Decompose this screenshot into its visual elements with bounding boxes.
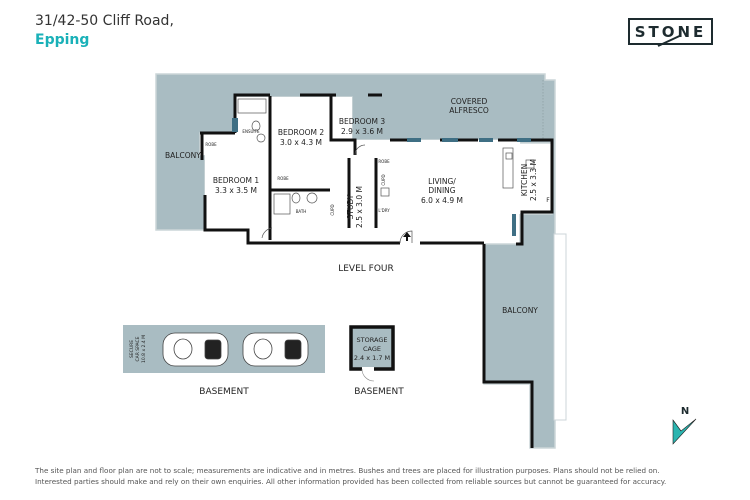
address-line: 31/42-50 Cliff Road, (35, 13, 174, 29)
entry-arrow-icon (403, 232, 411, 241)
bedroom2-size: 3.0 x 4.3 M (280, 138, 322, 147)
suburb-name: Epping (35, 32, 90, 48)
north-compass-icon: N (672, 406, 697, 445)
disclaimer: The site plan and floor plan are not to … (35, 465, 725, 487)
storage-line1: STORAGE (357, 336, 388, 344)
level-label: LEVEL FOUR (338, 264, 394, 274)
bedroom1-name: BEDROOM 1 (213, 176, 260, 185)
living-size: 6.0 x 4.9 M (421, 196, 463, 205)
stone-logo: STONE (628, 18, 713, 45)
ensuite-label: ENSUITE (242, 129, 260, 134)
kitchen-name: KITCHEN (520, 164, 529, 197)
storage-line3: 2.4 x 1.7 M (354, 354, 390, 362)
robe-label-2: ROBE (277, 176, 289, 181)
cupd-label-1: CUPD (330, 204, 335, 215)
kitchen-size: 2.5 x 3.3 M (529, 159, 538, 201)
balcony-right-label: BALCONY (502, 306, 538, 315)
compass-north-label: N (681, 406, 689, 417)
study-size: 2.5 x 3.0 M (355, 186, 364, 228)
living-name-2: DINING (428, 186, 455, 195)
car-icon (162, 332, 229, 367)
disclaimer-line-2: Interested parties should make and rely … (35, 477, 667, 486)
robe-label-1: ROBE (205, 142, 217, 147)
balcony-left-label: BALCONY (165, 151, 201, 160)
car-space: SECURE CAR SPACE 10.8 x 2.4 M BASEMENT (123, 325, 325, 397)
disclaimer-line-1: The site plan and floor plan are not to … (35, 466, 660, 475)
alfresco-label-1: COVERED (451, 97, 488, 106)
cupd-label-2: CUPD (381, 174, 386, 185)
study-name: STUDY (346, 194, 355, 219)
basement-label-2: BASEMENT (354, 387, 404, 397)
bedroom2-name: BEDROOM 2 (278, 128, 325, 137)
car-space-line3: 10.8 x 2.4 M (141, 335, 147, 363)
bath-label: BATH (296, 209, 307, 214)
fixtures (237, 98, 535, 244)
windows (232, 118, 531, 236)
bedroom3-size: 2.9 x 3.6 M (341, 127, 383, 136)
car-icon (242, 332, 309, 367)
robe-label-3: ROBE (378, 159, 390, 164)
basement-label-1: BASEMENT (199, 387, 249, 397)
bedroom3-name: BEDROOM 3 (339, 117, 386, 126)
logo-text: STONE (634, 23, 707, 41)
fridge-label: F (546, 197, 550, 204)
alfresco-label-2: ALFRESCO (449, 106, 489, 115)
storage-line2: CAGE (363, 345, 381, 353)
bedroom1-size: 3.3 x 3.5 M (215, 186, 257, 195)
car-space-line2: CAR SPACE (135, 336, 141, 361)
property-address: 31/42-50 Cliff Road, Epping (35, 12, 174, 50)
car-space-line1: SECURE (129, 340, 135, 358)
living-name: LIVING/ (428, 177, 456, 186)
laundry-label: L'DRY (378, 208, 390, 213)
storage-cage: STORAGE CAGE 2.4 x 1.7 M BASEMENT (349, 325, 404, 397)
